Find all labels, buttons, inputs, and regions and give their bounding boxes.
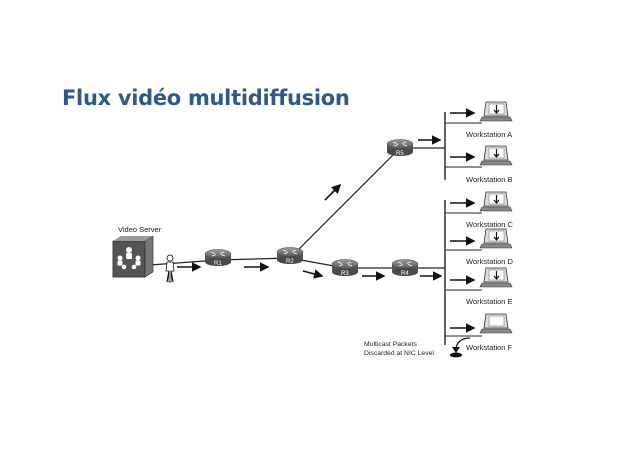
workstation-a-label: Workstation A — [466, 130, 512, 139]
workstation-b-label: Workstation B — [466, 175, 513, 184]
laptop-icon — [479, 101, 513, 122]
workstation-e-label: Workstation E — [466, 297, 513, 306]
workstation-d: Workstation D — [466, 228, 514, 266]
workstation-a: Workstation A — [466, 101, 513, 139]
workstation-f-label: Workstation F — [466, 343, 513, 352]
router-r2: R2 — [276, 247, 304, 265]
laptop-icon — [479, 313, 513, 334]
video-server: Video Server — [112, 225, 162, 278]
discard-note-line1: Multicast Packets — [364, 341, 417, 348]
workstation-e: Workstation E — [466, 267, 513, 306]
router-r5-label: R5 — [396, 151, 404, 157]
router-r1: R1 — [204, 249, 232, 267]
discard-note-line2: Discarded at NIC Level — [364, 350, 434, 357]
workstation-c: Workstation C — [466, 191, 514, 229]
router-r2-label: R2 — [286, 259, 294, 265]
laptop-icon — [479, 145, 513, 166]
workstation-links — [445, 122, 482, 337]
router-r3-label: R3 — [341, 271, 349, 277]
workstation-c-label: Workstation C — [466, 220, 514, 229]
video-server-label: Video Server — [118, 225, 162, 234]
router-r4-label: R4 — [401, 271, 409, 277]
person-icon — [165, 254, 175, 283]
router-r3: R3 — [331, 259, 359, 277]
discard-indicator: Multicast Packets Discarded at NIC Level — [364, 337, 471, 358]
router-r5: R5 — [386, 139, 414, 157]
laptop-icon — [479, 191, 513, 212]
router-r4: R4 — [391, 259, 419, 277]
laptop-icon — [479, 267, 513, 288]
users-icon — [117, 247, 141, 270]
slide-title: Flux vidéo multidiffusion — [62, 86, 350, 110]
router-r1-label: R1 — [214, 261, 222, 267]
laptop-icon — [479, 228, 513, 249]
workstation-d-label: Workstation D — [466, 257, 514, 266]
multicast-flow-arrows — [177, 108, 476, 333]
workstation-f: Workstation F — [466, 313, 513, 352]
workstation-b: Workstation B — [466, 145, 513, 184]
